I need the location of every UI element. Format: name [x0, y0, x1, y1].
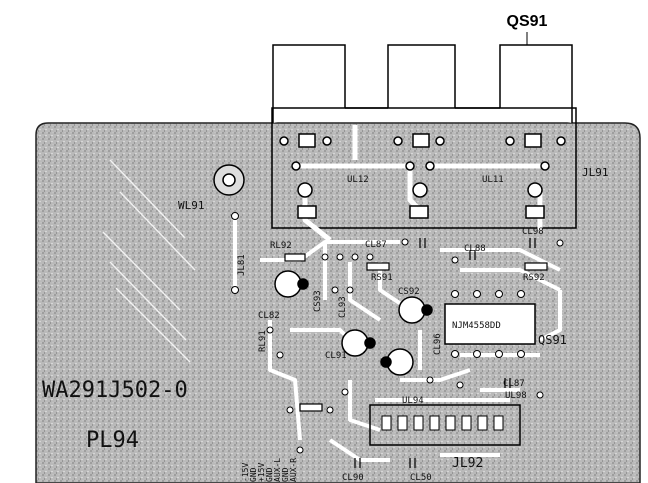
label-jl91: JL91: [582, 166, 609, 179]
label-ul12: UL12: [347, 175, 369, 185]
connector-pads: [279, 133, 566, 219]
label-ul11: UL11: [482, 175, 504, 185]
transistors: [274, 270, 433, 376]
board-outline: [35, 122, 641, 483]
label-ic: NJM4558DD: [452, 321, 501, 331]
glare-marks: [102, 159, 196, 363]
connector-qs91-pins: [272, 44, 573, 123]
label-rs92: RS92: [523, 273, 545, 283]
pin-label-7: AUX-R: [289, 458, 298, 482]
wl91-jack: [213, 164, 245, 294]
label-jl81: JL81: [237, 254, 247, 276]
solder-pads: [266, 238, 564, 454]
label-cl87: CL87: [365, 240, 387, 250]
label-cl96: CL96: [433, 333, 443, 355]
label-cl82: CL82: [258, 311, 280, 321]
label-qs91-ic: QS91: [538, 333, 567, 347]
pin-labels: -15V GND +15V GND AUX-L GND AUX-R: [241, 458, 298, 482]
label-wl91: WL91: [178, 199, 205, 212]
label-ul98: UL98: [505, 391, 527, 401]
pin-label-1: -15V: [241, 463, 250, 482]
label-cs93: CS93: [313, 290, 323, 312]
label-cl88: CL88: [464, 244, 486, 254]
label-cl98: CL98: [522, 227, 544, 237]
connector-jl92: [369, 404, 521, 446]
label-cl91: CL91: [325, 351, 347, 361]
label-jl92: JL92: [452, 456, 483, 471]
label-ul94: UL94: [402, 396, 424, 406]
label-rl91: RL91: [258, 330, 268, 352]
passive-components: [284, 238, 548, 468]
board-name: PL94: [86, 428, 139, 453]
label-cl90: CL90: [342, 473, 364, 483]
label-cs92: CS92: [398, 287, 420, 297]
connector-qs91-body: [271, 107, 577, 229]
pin-label-4: GND: [265, 467, 274, 482]
label-cl50: CL50: [410, 473, 432, 483]
label-cl87b: CL87: [503, 379, 525, 389]
pin-label-3: +15V: [257, 463, 266, 482]
label-rs91: RS91: [371, 273, 393, 283]
pin-label-6: GND: [281, 467, 290, 482]
pin-label-5: AUX-L: [273, 458, 282, 482]
pin-label-2: GND: [249, 467, 258, 482]
ic-chip: [444, 290, 536, 358]
label-rl92: RL92: [270, 241, 292, 251]
board-part-number: WA291J502-0: [42, 378, 188, 403]
label-cl93: CL93: [338, 296, 348, 318]
title-label: QS91: [507, 13, 548, 30]
